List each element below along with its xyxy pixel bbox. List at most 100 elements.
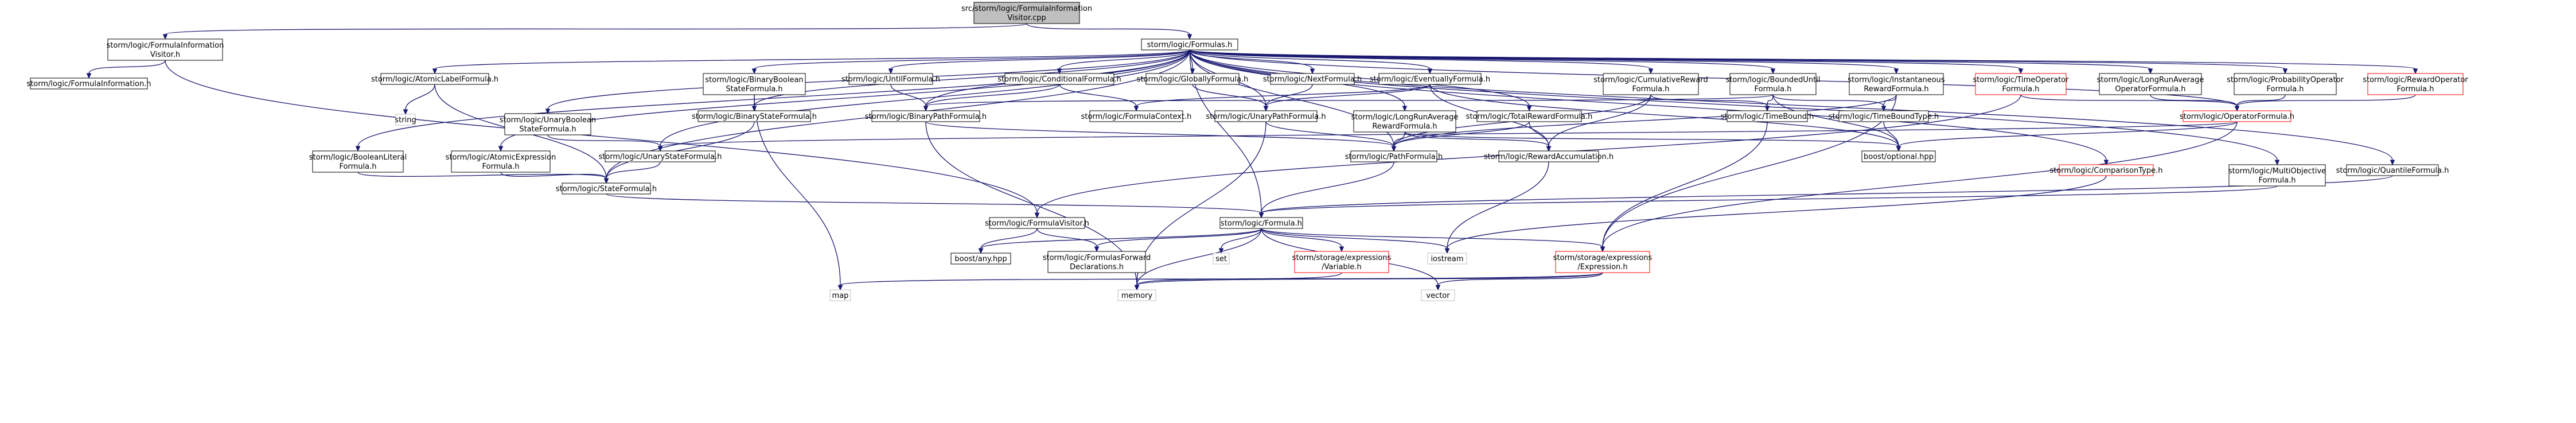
edge-n16-n27 (2234, 94, 2286, 112)
edge-line (1221, 228, 1262, 249)
edge-line (1189, 49, 1530, 107)
node-n48: memory (1117, 289, 1156, 301)
node-box (107, 38, 223, 61)
node-box (2367, 73, 2464, 95)
edge-line (165, 60, 1038, 214)
edge-n46-n49 (1435, 272, 1603, 291)
node-n24[interactable]: storm/logic/TotalRewardFormula.h (1466, 110, 1593, 122)
node-n22[interactable]: storm/logic/UnaryPathFormula.h (1206, 110, 1326, 122)
node-box (504, 113, 591, 135)
edge-n40-n41 (978, 228, 1262, 254)
edge-n2-n30 (498, 49, 1190, 152)
edge-line (1036, 228, 1097, 247)
edge-line (1136, 228, 1262, 286)
node-box (1476, 110, 1582, 122)
node-n37[interactable]: storm/logic/QuantileFormula.h (2336, 164, 2449, 176)
node-label: RewardFormula.h (1864, 85, 1928, 94)
edge-n23-n33 (1404, 131, 1552, 152)
edge-n5-n47 (754, 94, 843, 291)
node-n2[interactable]: storm/logic/Formulas.h (1141, 38, 1238, 51)
node-n35[interactable]: storm/logic/ComparisonType.h (2049, 164, 2163, 176)
edge-arrowhead (2390, 160, 2395, 166)
node-n41[interactable]: boost/any.hpp (950, 253, 1011, 265)
node-label: storm/logic/QuantileFormula.h (2336, 166, 2449, 175)
node-n38[interactable]: storm/logic/StateFormula.h (556, 183, 657, 195)
node-box (1270, 73, 1355, 85)
node-box (312, 150, 404, 173)
node-n26[interactable]: storm/logic/TimeBoundType.h (1829, 110, 1939, 122)
edge-n12-n34 (1772, 94, 1901, 152)
edge-line (980, 228, 1262, 249)
edge-arrowhead (2148, 68, 2153, 75)
edge-arrowhead (1034, 212, 1040, 219)
edge-n2-n11 (1189, 49, 1654, 75)
node-n3[interactable]: storm/logic/FormulaInformation.h (26, 77, 151, 90)
node-n23[interactable]: storm/logic/LongRunAverageRewardFormula.… (1351, 110, 1459, 133)
node-n39[interactable]: storm/logic/FormulaVisitor.h (985, 217, 1089, 229)
edge-n25-n46 (1600, 121, 1768, 253)
node-n31[interactable]: storm/logic/UnaryStateFormula.h (598, 150, 722, 162)
node-n40[interactable]: storm/logic/Formula.h (1219, 217, 1303, 229)
node-box (989, 217, 1085, 229)
edge-line (405, 84, 435, 110)
edge-arrowhead (545, 108, 551, 115)
node-label: storm/logic/PathFormula.h (1345, 153, 1443, 161)
node-n21[interactable]: storm/logic/FormulaContext.h (1081, 110, 1192, 122)
edge-line (2236, 94, 2416, 107)
node-box (2059, 164, 2154, 176)
edge-arrowhead (1339, 246, 1344, 253)
edge-line (1189, 49, 1774, 69)
node-n49: vector (1421, 289, 1455, 301)
edge-n6-n20 (890, 84, 929, 112)
node-label: string (395, 116, 416, 125)
edge-n22-n48 (1134, 121, 1266, 291)
node-label: storm/logic/UnaryStateFormula.h (598, 153, 722, 161)
node-box (1427, 253, 1467, 265)
node-n32[interactable]: storm/logic/PathFormula.h (1345, 150, 1443, 162)
node-label: storm/logic/UnaryPathFormula.h (1206, 112, 1326, 121)
edge-n13-n32 (1391, 94, 1897, 152)
node-box (1004, 73, 1114, 85)
node-n4[interactable]: storm/logic/AtomicLabelFormula.h (371, 73, 498, 85)
node-label: storm/logic/BoundedUntil (1726, 76, 1821, 84)
node-n44[interactable]: storm/storage/expressions/Variable.h (1292, 251, 1392, 273)
node-n6[interactable]: storm/logic/UntilFormula.h (841, 73, 940, 85)
node-label: Visitor.h (150, 51, 180, 59)
node-n9[interactable]: storm/logic/NextFormula.h (1263, 73, 1362, 85)
edge-line (1767, 94, 1774, 107)
node-n19[interactable]: storm/logic/BinaryStateFormula.h (692, 110, 817, 122)
node-n25[interactable]: storm/logic/TimeBound.h (1721, 110, 1814, 122)
node-n8[interactable]: storm/logic/GloballyFormula.h (1137, 73, 1249, 85)
node-n46[interactable]: storm/storage/expressions/Expression.h (1553, 251, 1653, 273)
node-n33[interactable]: storm/logic/RewardAccumulation.h (1484, 150, 1614, 162)
edge-line (606, 161, 661, 179)
edge-arrowhead (355, 146, 361, 152)
node-n42[interactable]: storm/logic/FormulasForwardDeclarations.… (1043, 251, 1151, 273)
node-n20[interactable]: storm/logic/BinaryPathFormula.h (865, 110, 987, 122)
node-n7[interactable]: storm/logic/ConditionalFormula.h (997, 73, 1121, 85)
edge-arrowhead (1896, 146, 1901, 152)
edge-arrowhead (1648, 68, 1654, 75)
node-n10[interactable]: storm/logic/EventuallyFormula.h (1370, 73, 1490, 85)
node-n34[interactable]: boost/optional.hpp (1861, 150, 1936, 162)
node-n27[interactable]: storm/logic/OperatorFormula.h (2180, 110, 2294, 122)
node-box (30, 77, 148, 90)
edge-line (1548, 94, 1651, 147)
node-box (2346, 164, 2439, 176)
node-n15[interactable]: storm/logic/LongRunAverageOperatorFormul… (2097, 73, 2204, 95)
node-n45: iostream (1427, 253, 1467, 265)
node-box (395, 114, 416, 126)
node-label: storm/logic/TimeBound.h (1721, 112, 1814, 121)
